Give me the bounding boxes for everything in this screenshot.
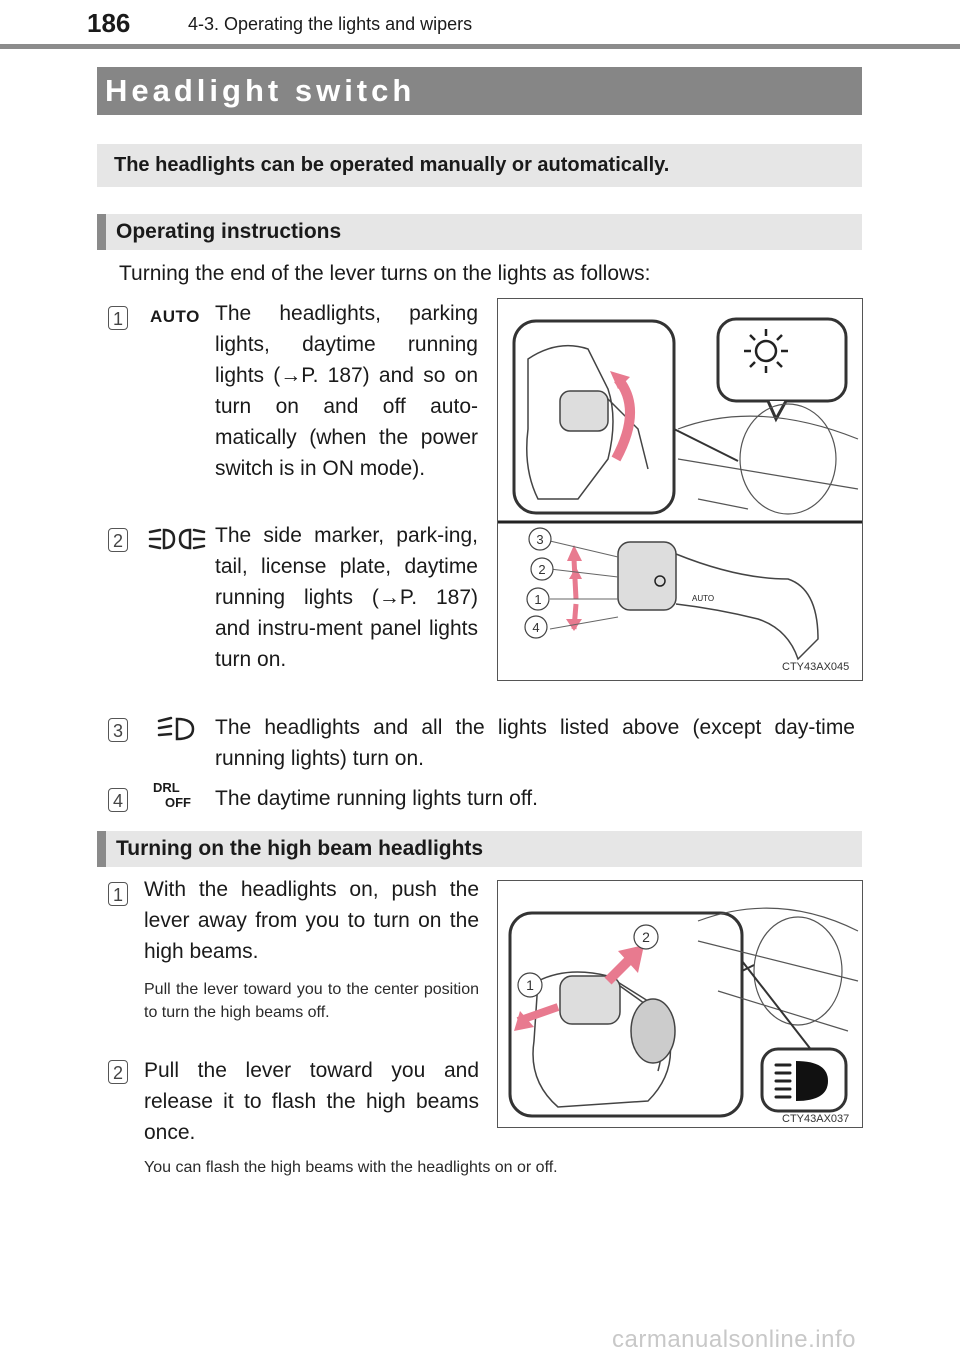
item-number: 2 xyxy=(108,528,128,552)
item-text: The headlights and all the lights listed… xyxy=(215,716,855,770)
callout-number: 4 xyxy=(532,620,539,635)
operating-instructions-heading: Operating instructions xyxy=(97,214,862,250)
item-number: 3 xyxy=(108,718,128,742)
item-text: The headlights, parking lights, daytime … xyxy=(215,302,478,480)
high-beam-illustration: 2 1 CTY43AX037 xyxy=(508,907,859,1125)
drl-off-icon: DRL OFF xyxy=(153,780,191,810)
callout-number: 3 xyxy=(536,532,543,547)
item-number: 1 xyxy=(108,882,128,906)
callout-number: 2 xyxy=(538,562,545,577)
watermark: carmanualsonline.info xyxy=(612,1326,856,1353)
callout-number: 2 xyxy=(642,929,650,945)
item-number: 4 xyxy=(108,788,128,812)
item-note: You can flash the high beams with the he… xyxy=(144,1159,558,1176)
high-beam-heading: Turning on the high beam headlights xyxy=(97,831,862,867)
lever-auto-label: AUTO xyxy=(692,594,714,603)
item-text: The side marker, park-ing, tail, license… xyxy=(215,524,478,671)
off-label: OFF xyxy=(165,795,191,810)
item-text: Pull the lever toward you and release it… xyxy=(144,1059,479,1144)
operating-lead: Turning the end of the lever turns on th… xyxy=(119,262,651,285)
lever-figure: AUTO 3 2 1 4 CTY43AX045 xyxy=(497,298,863,681)
auto-icon: AUTO xyxy=(150,307,200,326)
headlights-icon xyxy=(157,716,195,741)
figure-code: CTY43AX045 xyxy=(782,661,849,673)
drl-label: DRL xyxy=(153,780,180,795)
header-rule xyxy=(0,44,960,49)
item-number: 1 xyxy=(108,306,128,330)
callout-number: 1 xyxy=(534,592,541,607)
breadcrumb: 4-3. Operating the lights and wipers xyxy=(188,14,473,34)
item-note: Pull the lever toward you to the center … xyxy=(144,981,479,1021)
high-beam-figure: 2 1 CTY43AX037 xyxy=(497,880,863,1128)
item-number: 2 xyxy=(108,1060,128,1084)
page-number: 186 xyxy=(87,8,131,38)
intro-banner: The headlights can be operated manually … xyxy=(97,144,862,187)
item-text: With the headlights on, push the lever a… xyxy=(144,878,479,963)
item-text: The daytime running lights turn off. xyxy=(215,787,538,810)
figure-code: CTY43AX037 xyxy=(782,1113,849,1125)
side-marker-lights-icon xyxy=(148,528,206,550)
section-title: Headlight switch xyxy=(97,67,862,115)
lever-illustration: AUTO 3 2 1 4 CTY43AX045 xyxy=(498,317,862,673)
callout-number: 1 xyxy=(526,977,534,993)
